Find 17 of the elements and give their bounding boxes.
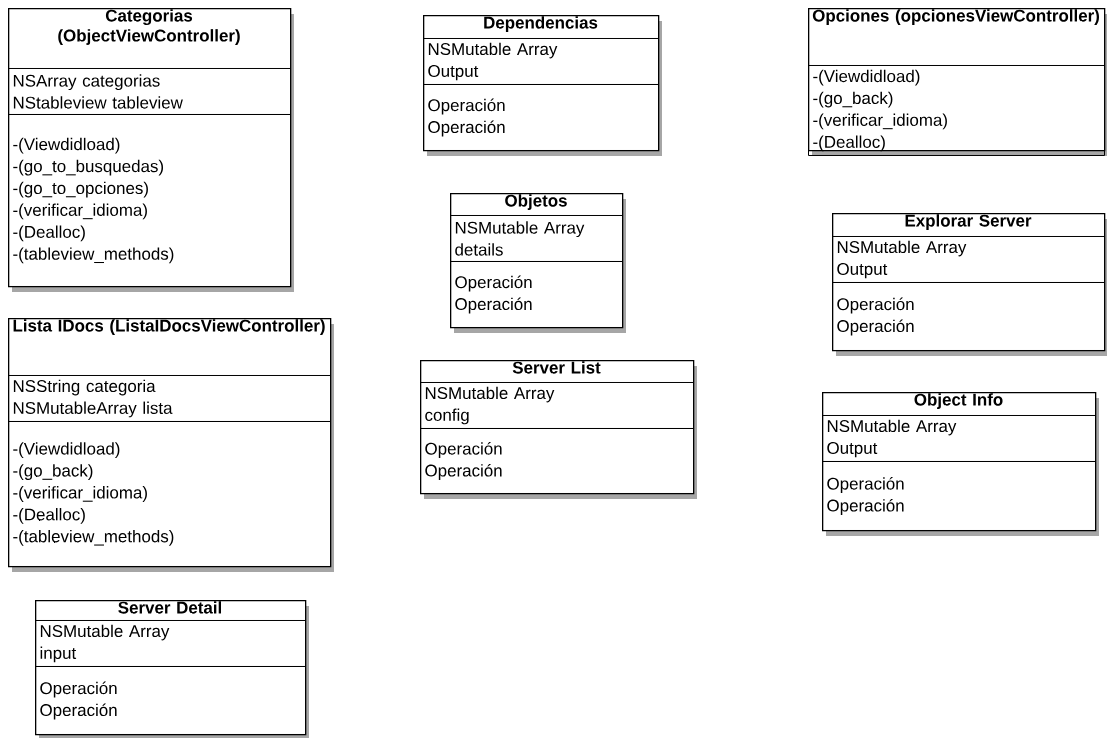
compartment: Operación Operación — [35, 666, 306, 735]
compartment: NSString categoria NSMutableArray lista — [8, 375, 331, 422]
compartment: NSMutable Array details — [450, 215, 623, 262]
compartment: Operación Operación — [822, 461, 1096, 531]
compartment: NSMutable Array Output — [822, 415, 1096, 462]
compartment: NSMutable Array Output — [423, 38, 659, 85]
compartment: Operación Operación — [420, 428, 694, 494]
compartment: NSArray categorias NStableview tableview — [8, 68, 291, 115]
compartment: -(Viewdidload) -(go_to_busquedas) -(go_to_opciones) -(verificar_idioma) -(Dealloc) -(tableview_methods) — [8, 114, 291, 287]
compartment: NSMutable Array input — [35, 620, 306, 667]
compartment: -(Viewdidload) -(go_back) -(verificar_idioma) -(Dealloc) -(tableview_methods) — [8, 421, 331, 567]
compartment: Operación Operación — [450, 261, 623, 328]
compartment: -(Viewdidload) -(go_back) -(verificar_idioma) -(Dealloc) — [808, 65, 1105, 156]
compartment: Operación Operación — [832, 282, 1105, 351]
compartment: NSMutable Array config — [420, 382, 694, 429]
compartment: Operación Operación — [423, 84, 659, 151]
compartment: NSMutable Array Output — [832, 236, 1105, 283]
